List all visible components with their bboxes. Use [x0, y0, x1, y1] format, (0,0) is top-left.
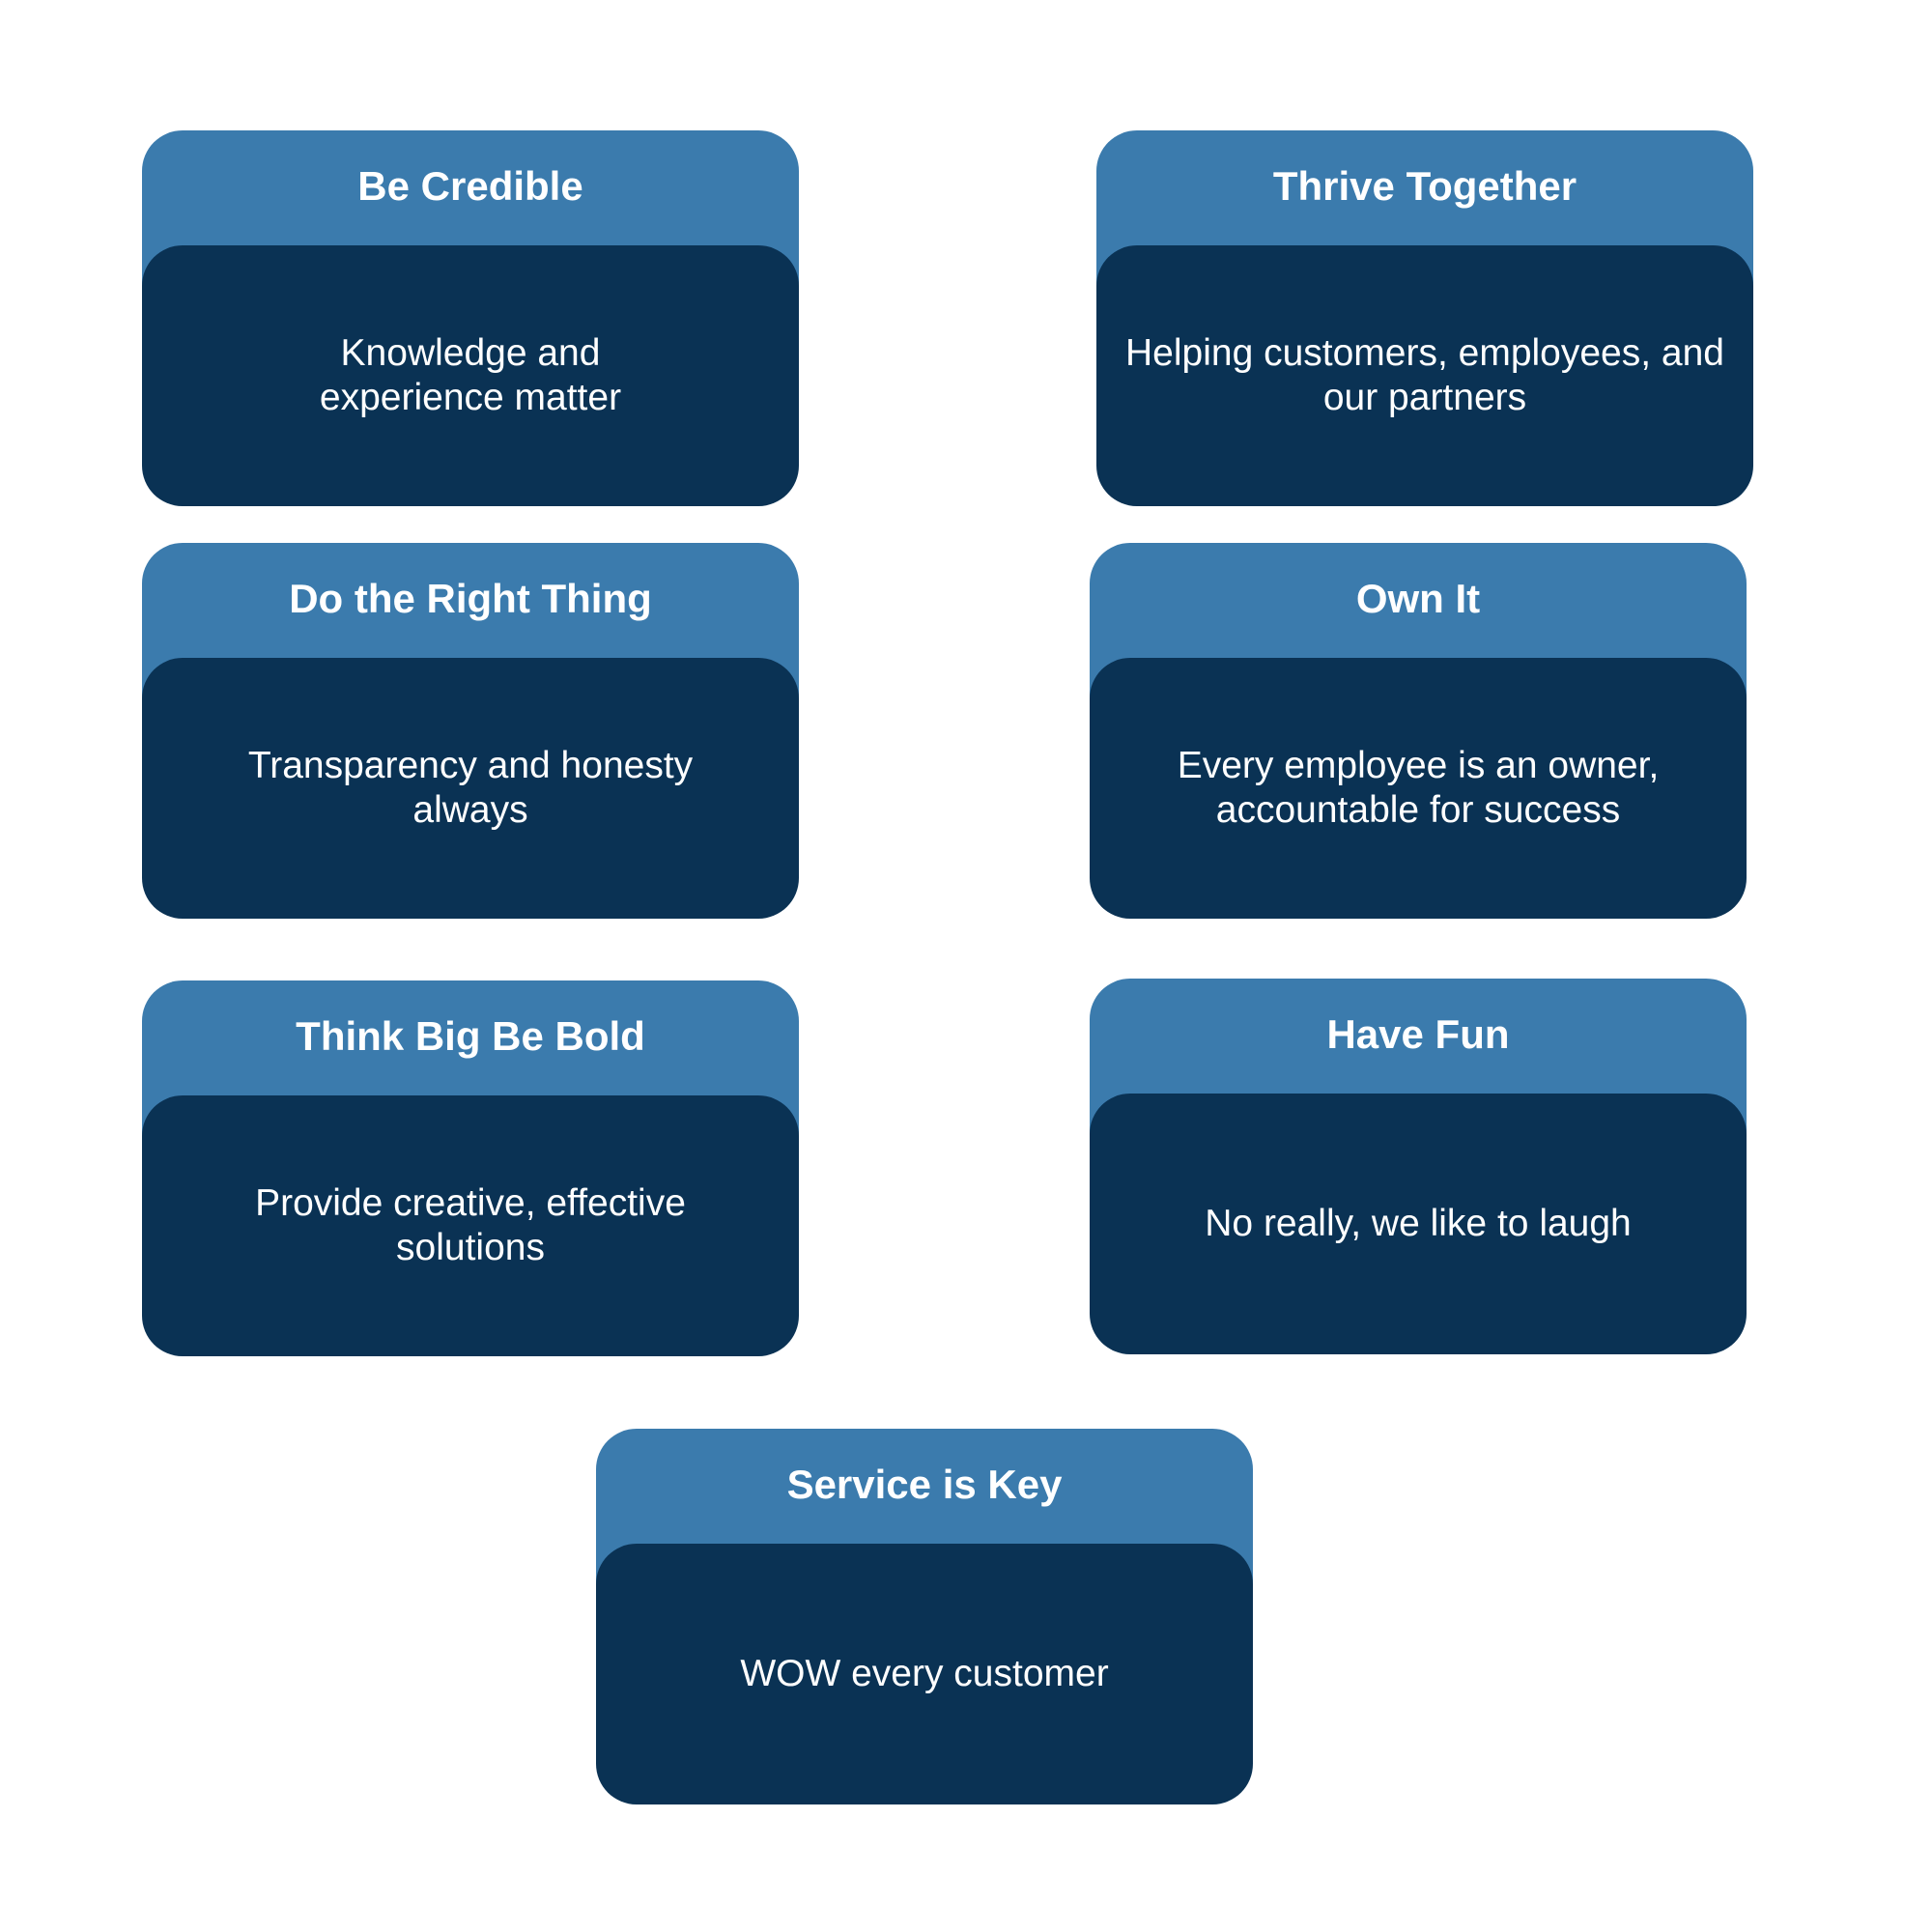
card-title: Have Fun [1326, 1011, 1510, 1057]
card-text: Helping customers, employees, and our pa… [1125, 332, 1724, 418]
card-title: Thrive Together [1272, 163, 1577, 209]
card-title: Think Big Be Bold [296, 1013, 645, 1059]
card-text: Knowledge and experience matter [319, 332, 622, 418]
value-card-think-big-be-bold: Think Big Be Bold Provide creative, effe… [142, 980, 799, 1356]
value-card-own-it: Own It Every employee is an owner, accou… [1090, 543, 1747, 919]
card-text: WOW every customer [740, 1653, 1109, 1694]
value-card-be-credible: Be Credible Knowledge and experience mat… [142, 130, 799, 506]
card-text: Every employee is an owner, accountable … [1177, 745, 1660, 831]
value-card-service-is-key: Service is Key WOW every customer [596, 1429, 1253, 1804]
card-title: Service is Key [786, 1462, 1063, 1507]
card-text: No really, we like to laugh [1205, 1203, 1632, 1244]
card-title: Own It [1355, 576, 1481, 621]
card-title: Do the Right Thing [289, 576, 652, 621]
card-text: Transparency and honesty always [247, 745, 694, 831]
value-card-thrive-together: Thrive Together Helping customers, emplo… [1096, 130, 1753, 506]
card-title: Be Credible [357, 163, 583, 209]
value-card-do-the-right-thing: Do the Right Thing Transparency and hone… [142, 543, 799, 919]
value-card-have-fun: Have Fun No really, we like to laugh [1090, 979, 1747, 1354]
card-text: Provide creative, effective solutions [255, 1182, 686, 1268]
